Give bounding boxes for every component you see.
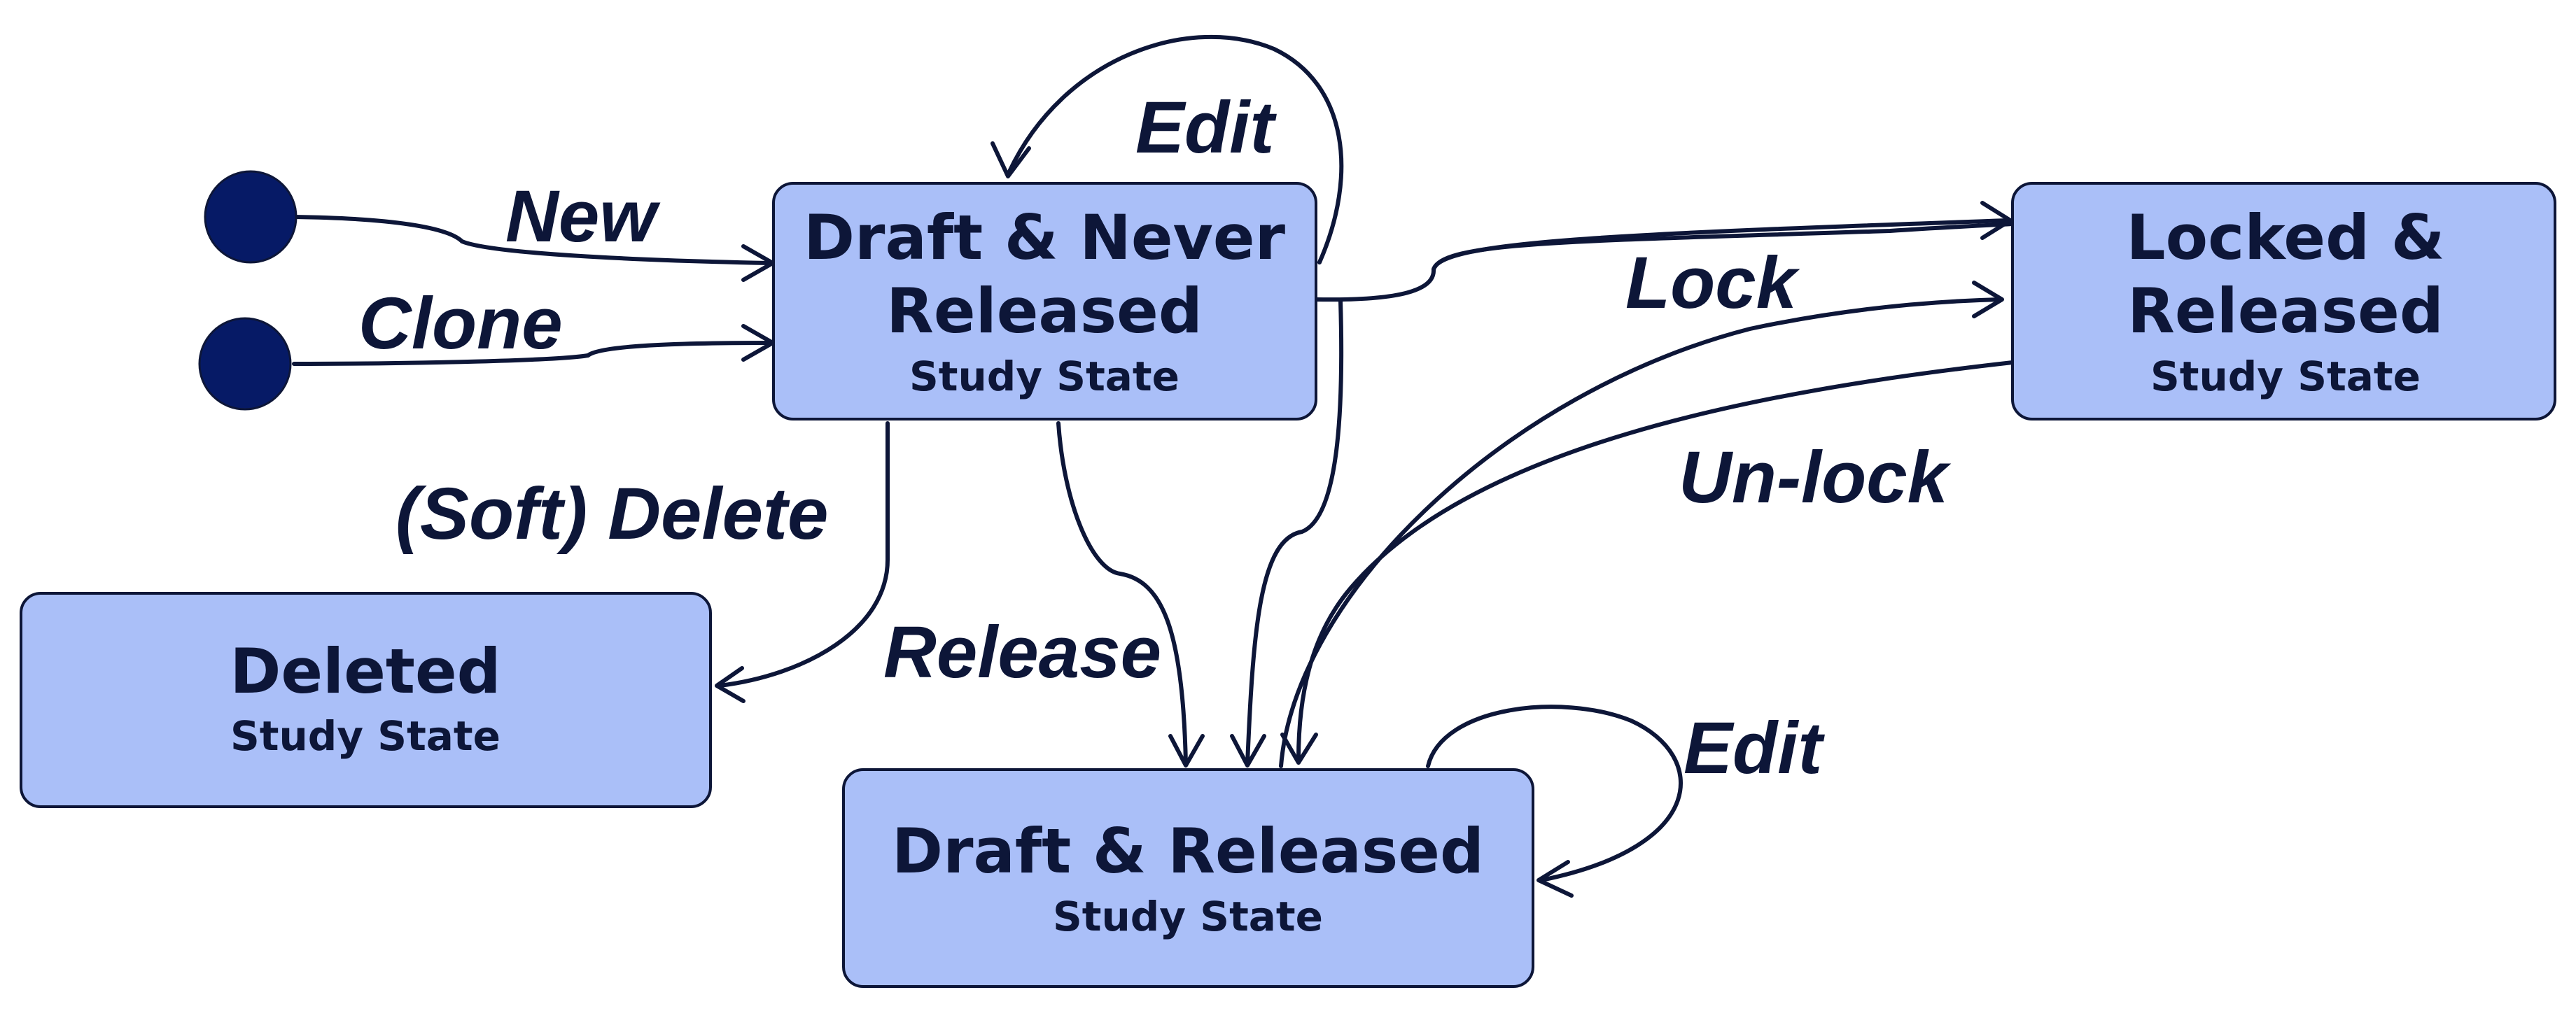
transition-lock (1314, 201, 2031, 302)
state-draft-released: Draft & Released Study State (842, 768, 1534, 988)
label-lock: Lock (1625, 242, 1800, 324)
state-subtitle: Study State (2150, 353, 2421, 400)
state-draft-never-released: Draft & Never Released Study State (772, 182, 1317, 420)
state-title-line1: Draft & Never (804, 202, 1286, 274)
state-title-line2: Released (886, 275, 1203, 347)
state-subtitle: Study State (1053, 893, 1323, 940)
state-deleted: Deleted Study State (20, 592, 712, 808)
state-title: Draft & Released (892, 815, 1484, 887)
label-unlock: Un-lock (1679, 437, 1952, 518)
initial-node-clone (198, 317, 292, 411)
initial-node-new (204, 170, 298, 264)
transition-release (1056, 421, 1205, 768)
state-title: Deleted (230, 635, 500, 707)
transition-edit-bottom (1426, 705, 1683, 898)
state-title-line2: Released (2127, 275, 2444, 347)
label-edit-top: Edit (1135, 87, 1277, 169)
label-clone: Clone (358, 283, 563, 365)
transition-unlock (1280, 360, 2015, 765)
state-subtitle: Study State (230, 712, 500, 760)
label-soft-delete: (Soft) Delete (396, 473, 828, 555)
transition-relock (1279, 281, 2004, 768)
transition-soft-delete (715, 421, 890, 703)
state-locked-released: Locked & Released Study State (2011, 182, 2556, 420)
state-subtitle: Study State (909, 353, 1180, 400)
label-release: Release (883, 612, 1161, 693)
label-edit-bottom: Edit (1684, 707, 1825, 789)
label-new: New (505, 176, 661, 257)
transition-edit-to-released (1230, 299, 1344, 768)
state-title-line1: Locked & (2127, 202, 2445, 274)
transition-edit-top (990, 34, 1344, 264)
